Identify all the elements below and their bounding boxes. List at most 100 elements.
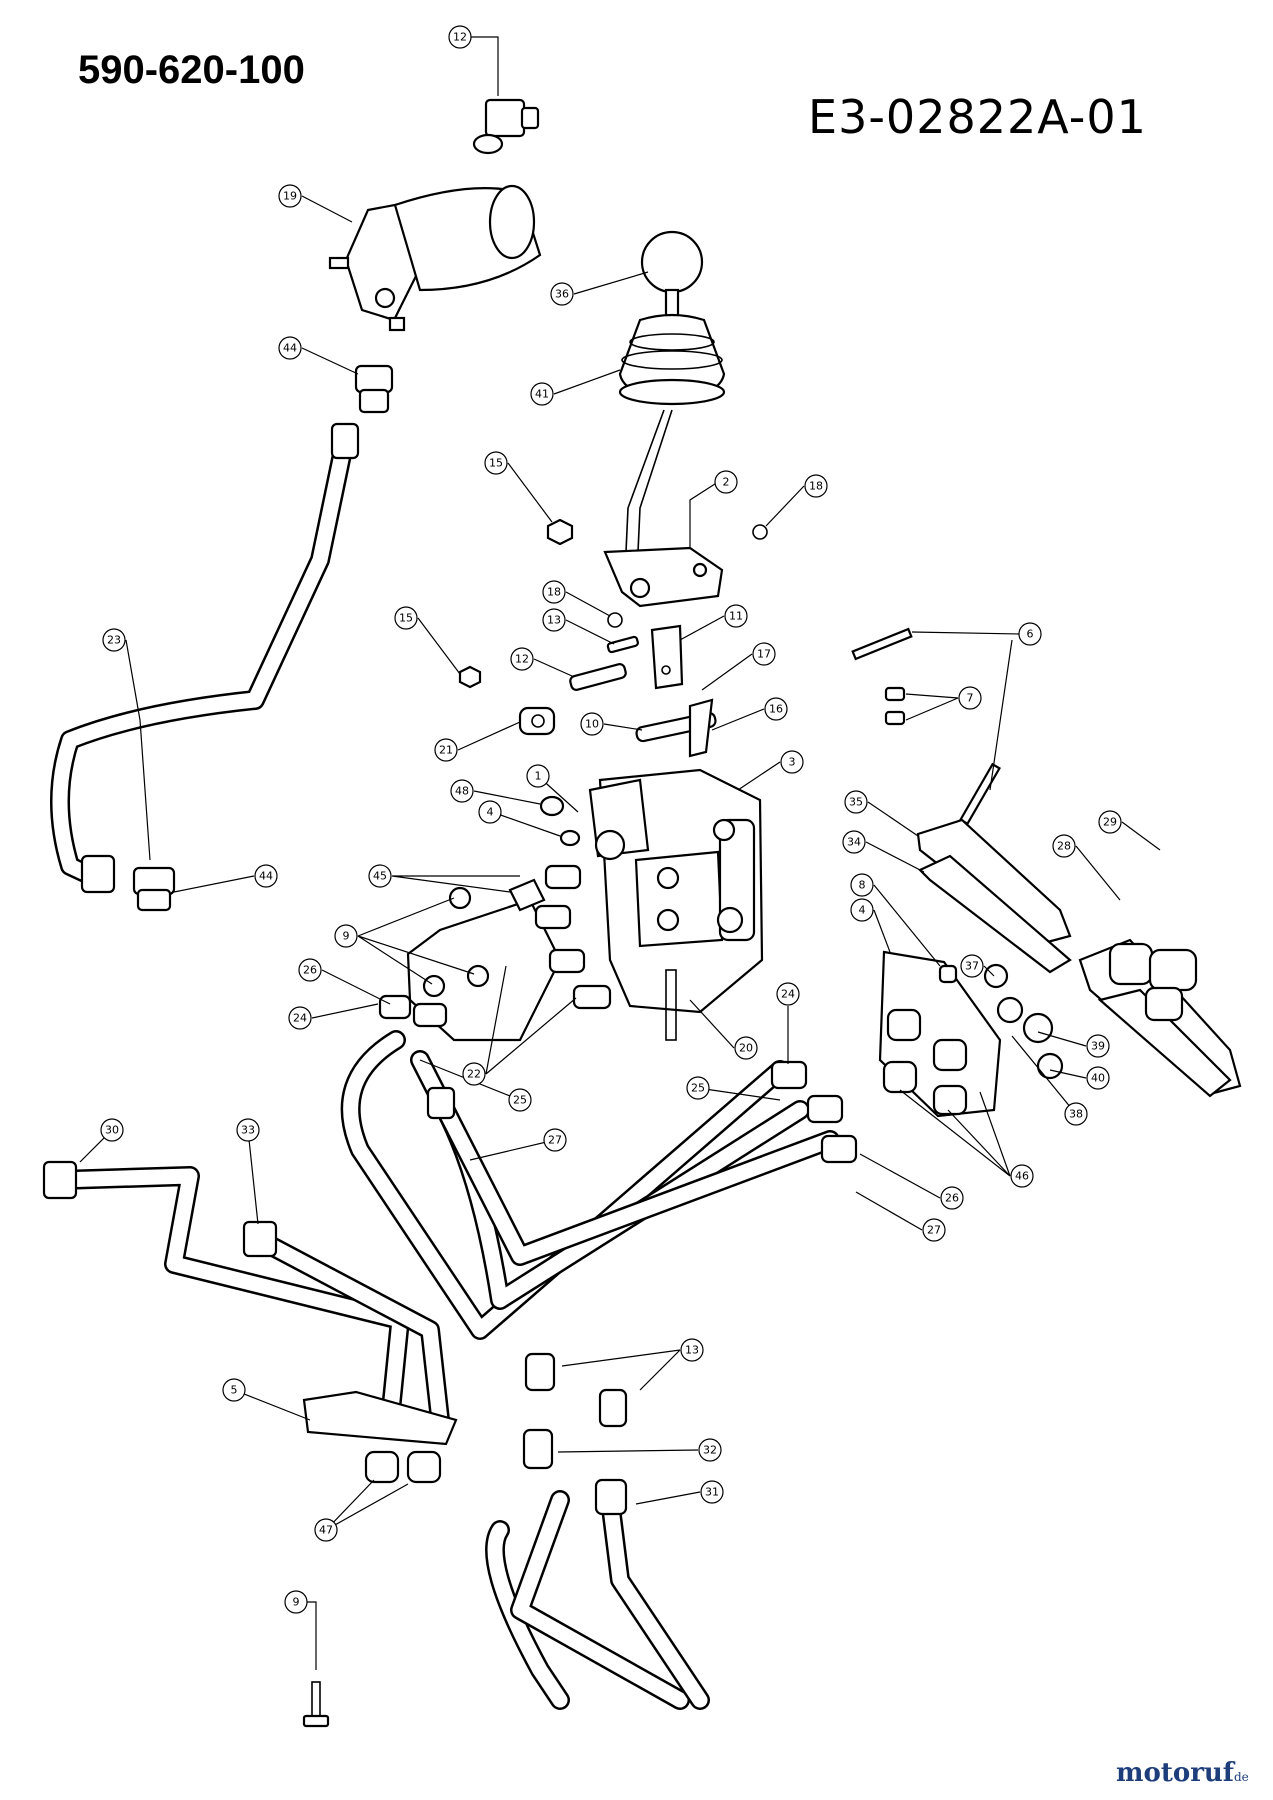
svg-text:22: 22 <box>467 1068 481 1081</box>
callout: 11 <box>724 604 748 628</box>
callout: 32 <box>698 1438 722 1462</box>
svg-text:4: 4 <box>487 806 494 819</box>
svg-text:40: 40 <box>1091 1072 1105 1085</box>
part-hose-31-lower <box>485 1478 710 1710</box>
part-fitting-44-lower <box>132 866 176 912</box>
callout: 9 <box>334 924 358 948</box>
parts-artwork <box>42 98 1242 1728</box>
callout: 8 <box>850 873 874 897</box>
part-stud-7 <box>884 686 906 726</box>
model-code: 590-620-100 <box>78 48 305 92</box>
part-hydraulic-pump <box>328 184 542 332</box>
svg-text:36: 36 <box>555 288 569 301</box>
svg-text:48: 48 <box>455 785 469 798</box>
svg-text:26: 26 <box>303 964 317 977</box>
part-control-lever <box>625 409 673 553</box>
part-clevis-21 <box>518 706 556 736</box>
svg-text:24: 24 <box>293 1012 307 1025</box>
brand-tld: de <box>1234 1770 1249 1784</box>
svg-text:29: 29 <box>1103 816 1117 829</box>
svg-text:1: 1 <box>535 770 542 783</box>
callout: 47 <box>314 1518 338 1542</box>
svg-text:19: 19 <box>283 190 297 203</box>
brand-name: motoruf <box>1116 1758 1234 1788</box>
callout: 15 <box>484 451 508 475</box>
part-pin-12 <box>569 663 627 691</box>
svg-text:34: 34 <box>847 836 861 849</box>
svg-text:27: 27 <box>548 1134 562 1147</box>
callout: 19 <box>278 184 302 208</box>
callout: 13 <box>542 608 566 632</box>
callout: 48 <box>450 779 474 803</box>
callout: 21 <box>434 738 458 762</box>
svg-text:13: 13 <box>685 1344 699 1357</box>
svg-text:7: 7 <box>967 692 974 705</box>
callout: 39 <box>1086 1034 1110 1058</box>
part-lever-bracket <box>603 546 724 608</box>
svg-text:38: 38 <box>1069 1108 1083 1121</box>
svg-text:23: 23 <box>107 634 121 647</box>
callout: 17 <box>752 642 776 666</box>
part-elbow-fitting <box>472 98 540 155</box>
part-control-valve <box>588 768 764 1041</box>
svg-text:13: 13 <box>547 614 561 627</box>
callout: 27 <box>922 1218 946 1242</box>
callout: 34 <box>842 830 866 854</box>
svg-text:2: 2 <box>723 476 730 489</box>
svg-text:9: 9 <box>343 930 350 943</box>
part-bolt-6b <box>959 762 1001 826</box>
svg-text:20: 20 <box>739 1042 753 1055</box>
callout: 45 <box>368 864 392 888</box>
svg-text:15: 15 <box>399 612 413 625</box>
callout: 46 <box>1010 1164 1034 1188</box>
svg-text:17: 17 <box>757 648 771 661</box>
part-arm-28-29 <box>1078 938 1242 1098</box>
part-nut-4 <box>559 829 581 847</box>
part-fitting-26 <box>412 1002 448 1028</box>
svg-text:25: 25 <box>513 1094 527 1107</box>
svg-text:24: 24 <box>781 988 795 1001</box>
callout: 4 <box>478 800 502 824</box>
callout: 36 <box>550 282 574 306</box>
svg-text:32: 32 <box>703 1444 717 1457</box>
part-hose-bundle <box>340 1030 858 1340</box>
svg-text:10: 10 <box>585 718 599 731</box>
svg-text:31: 31 <box>705 1486 719 1499</box>
part-hose-23 <box>50 422 360 894</box>
callout: 37 <box>960 954 984 978</box>
svg-text:18: 18 <box>547 586 561 599</box>
callout: 1 <box>526 764 550 788</box>
callout: 13 <box>680 1338 704 1362</box>
callout: 9 <box>284 1590 308 1614</box>
callout: 44 <box>254 864 278 888</box>
callout: 4 <box>850 898 874 922</box>
svg-text:21: 21 <box>439 744 453 757</box>
svg-text:35: 35 <box>849 796 863 809</box>
svg-text:45: 45 <box>373 870 387 883</box>
svg-text:12: 12 <box>515 653 529 666</box>
callout: 7 <box>958 686 982 710</box>
part-stud-8 <box>938 964 958 984</box>
svg-text:4: 4 <box>859 904 866 917</box>
svg-text:27: 27 <box>927 1224 941 1237</box>
callout: 26 <box>298 958 322 982</box>
part-arm-35 <box>916 818 1072 946</box>
part-pin-13 <box>606 635 639 654</box>
callout: 38 <box>1064 1102 1088 1126</box>
svg-text:3: 3 <box>789 756 796 769</box>
callout: 18 <box>804 474 828 498</box>
callout: 5 <box>222 1378 246 1402</box>
callout: 2 <box>714 470 738 494</box>
svg-text:39: 39 <box>1091 1040 1105 1053</box>
callout: 25 <box>508 1088 532 1112</box>
svg-text:30: 30 <box>105 1124 119 1137</box>
svg-text:5: 5 <box>231 1384 238 1397</box>
part-block-11 <box>650 624 684 690</box>
callout: 41 <box>530 382 554 406</box>
part-nut-15a <box>546 518 574 546</box>
callout: 23 <box>102 628 126 652</box>
part-clip-18a <box>752 524 768 540</box>
part-bracket-5 <box>302 1390 458 1484</box>
callout: 22 <box>462 1062 486 1086</box>
